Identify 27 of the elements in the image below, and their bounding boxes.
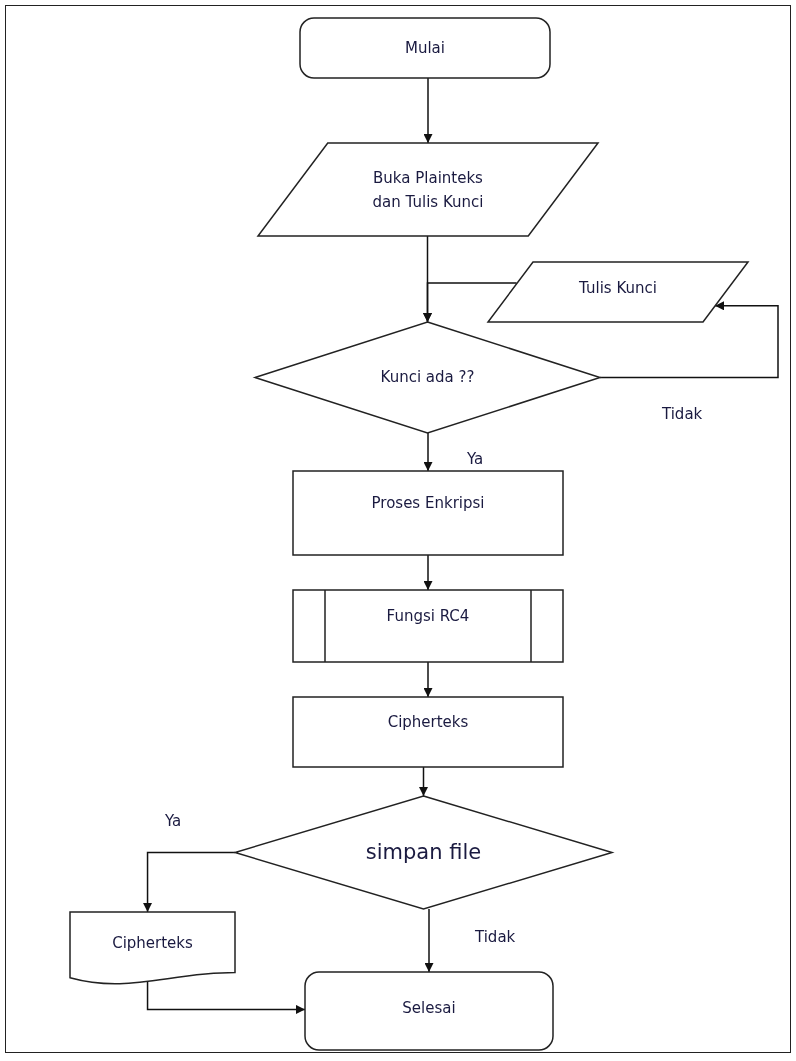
node-text: Kunci ada ?? bbox=[379, 366, 476, 388]
input-output-parallelogram bbox=[488, 262, 748, 322]
arrow bbox=[423, 661, 433, 698]
node-text: Selesai bbox=[401, 998, 457, 1019]
node-text: Fungsi RC4 bbox=[385, 606, 471, 627]
node-text: simpan file bbox=[364, 838, 483, 866]
process-box bbox=[293, 471, 563, 555]
node-text: Buka Plainteks dan Tulis Kunci bbox=[371, 167, 485, 213]
arrow bbox=[423, 77, 433, 144]
process-box bbox=[293, 697, 563, 767]
node-text: Cipherteks bbox=[386, 712, 470, 733]
terminator-box bbox=[305, 972, 553, 1050]
node-text: Tulis Kunci bbox=[578, 278, 658, 299]
node-text: Cipherteks bbox=[111, 932, 194, 954]
arrow bbox=[423, 554, 433, 591]
input-output-parallelogram bbox=[258, 143, 598, 236]
node-text: Proses Enkripsi bbox=[370, 493, 486, 514]
arrow bbox=[599, 301, 779, 379]
arrow bbox=[146, 980, 306, 1014]
document-shape bbox=[70, 912, 235, 985]
arrow bbox=[419, 766, 428, 797]
node-text: Mulai bbox=[404, 38, 446, 59]
arrow bbox=[423, 432, 433, 472]
arrow bbox=[424, 908, 434, 973]
terminator-box bbox=[300, 18, 550, 78]
predefined-process-box bbox=[293, 590, 563, 662]
decision-diamond bbox=[235, 796, 612, 909]
